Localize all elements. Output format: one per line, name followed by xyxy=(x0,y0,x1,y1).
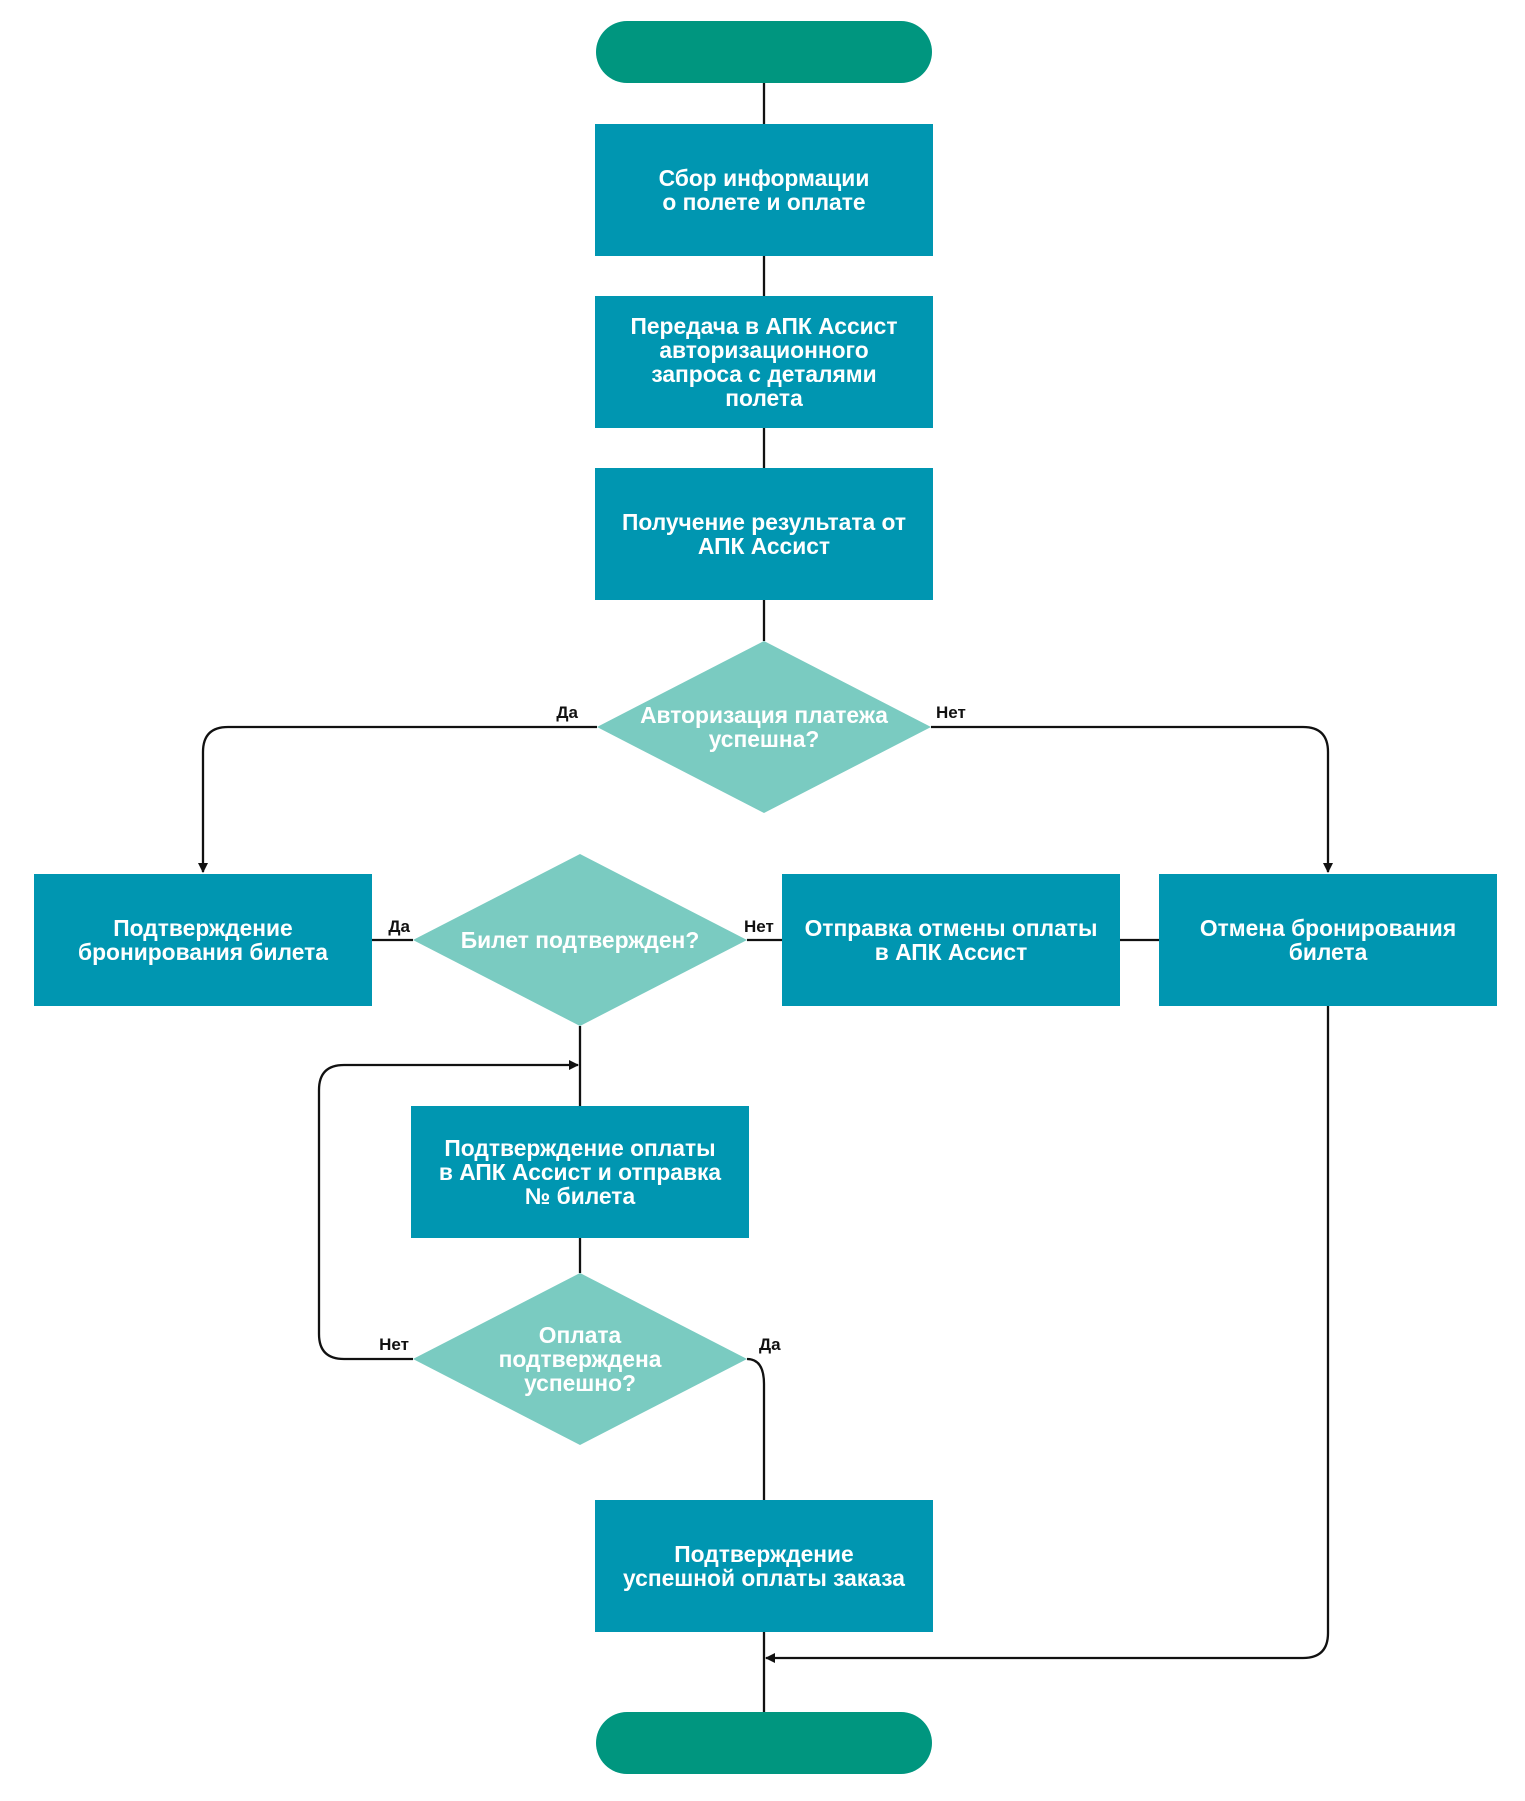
node-text-line: билета xyxy=(1289,939,1368,965)
node-send-auth: Передача в АПК Ассиставторизационногозап… xyxy=(595,296,933,428)
decision-diamond xyxy=(413,1273,747,1445)
node-text-line: Подтверждение xyxy=(113,915,292,941)
node-text-line: успешной оплаты заказа xyxy=(623,1565,905,1591)
node-text-line: Передача в АПК Ассист xyxy=(630,313,897,339)
node-ticket-ok: Билет подтвержден? xyxy=(413,854,747,1026)
node-text-line: бронирования билета xyxy=(78,939,328,965)
connector-payment_ok-to-success xyxy=(746,1357,766,1500)
process-box xyxy=(1159,874,1497,1006)
node-text-line: полета xyxy=(725,385,803,411)
edge-label-ticket_ok-to-send_cancel: Нет xyxy=(744,917,774,936)
process-box xyxy=(595,124,933,256)
node-text-line: АПК Ассист xyxy=(698,533,830,559)
process-box xyxy=(595,296,933,428)
edge-label-ticket_ok-to-confirm_booking: Да xyxy=(388,917,410,936)
node-text-line: о полете и оплате xyxy=(662,189,865,215)
decision-diamond xyxy=(597,641,931,813)
node-text-line: авторизационного xyxy=(659,337,868,363)
edge-label-auth_ok-to-cancel_booking: Нет xyxy=(936,703,966,722)
connector-auth_ok-to-confirm_booking xyxy=(198,725,597,873)
edge-label-auth_ok-to-confirm_booking: Да xyxy=(556,703,578,722)
node-text-line: в АПК Ассист xyxy=(875,939,1028,965)
connector-auth_ok-to-cancel_booking xyxy=(931,725,1333,873)
node-end xyxy=(596,1712,932,1774)
process-box xyxy=(782,874,1120,1006)
decision-diamond xyxy=(413,854,747,1026)
process-box xyxy=(34,874,372,1006)
node-text-line: Подтверждение xyxy=(674,1541,853,1567)
node-text-line: № билета xyxy=(525,1183,636,1209)
edge-label-payment_ok-to-confirm_payment: Нет xyxy=(379,1335,409,1354)
node-text-line: Билет подтвержден? xyxy=(461,927,700,953)
node-text-line: Авторизация платежа xyxy=(640,702,888,728)
connectors xyxy=(198,83,1333,1712)
connector-cancel_booking-to-end xyxy=(765,1006,1330,1663)
process-box xyxy=(595,1500,933,1632)
start-terminal xyxy=(596,21,932,83)
node-text-line: Отправка отмены оплаты xyxy=(805,915,1098,941)
node-text-line: в АПК Ассист и отправка xyxy=(439,1159,722,1185)
node-text-line: Отмена бронирования xyxy=(1200,915,1456,941)
edge-label-payment_ok-to-success: Да xyxy=(759,1335,781,1354)
node-text-line: Сбор информации xyxy=(659,165,870,191)
node-text-line: Получение результата от xyxy=(622,509,906,535)
node-text-line: запроса с деталями xyxy=(651,361,876,387)
end-terminal xyxy=(596,1712,932,1774)
node-text-line: подтверждена xyxy=(499,1346,662,1372)
process-box xyxy=(595,468,933,600)
node-start xyxy=(596,21,932,83)
node-text-line: Оплата xyxy=(539,1322,622,1348)
node-text-line: успешна? xyxy=(709,726,820,752)
process-box xyxy=(411,1106,749,1238)
node-text-line: Подтверждение оплаты xyxy=(444,1135,715,1161)
connector-payment_ok-to-confirm_payment xyxy=(317,1060,579,1361)
node-text-line: успешно? xyxy=(524,1370,636,1396)
